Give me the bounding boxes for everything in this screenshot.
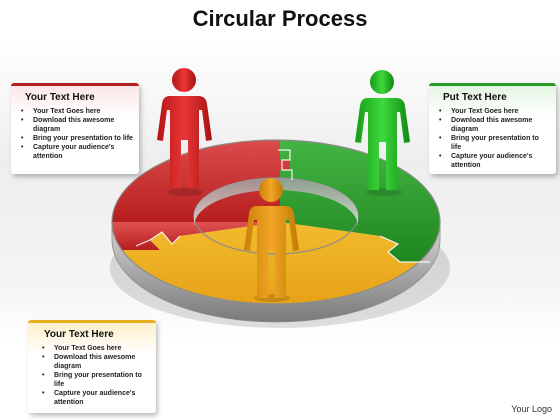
orange-person-icon	[244, 178, 299, 302]
bullet-item: Download this awesome diagram	[21, 116, 133, 134]
bullet-item: Your Text Goes here	[439, 107, 550, 116]
page-title: Circular Process	[192, 6, 368, 31]
ring-outer-edge	[111, 139, 441, 305]
bullet-item: Capture your audience's attention	[439, 152, 550, 170]
bullet-item: Bring your presentation to life	[439, 134, 550, 152]
text-box-top-right: Put Text Here Your Text Goes here Downlo…	[429, 83, 556, 174]
joint-left	[135, 231, 181, 247]
bullet-list: Your Text Goes here Download this awesom…	[28, 344, 156, 413]
text-box-header: Put Text Here	[443, 92, 507, 103]
text-box-header: Your Text Here	[44, 329, 114, 340]
red-person-icon	[157, 68, 212, 196]
joint-right	[379, 235, 430, 263]
text-box-bottom-left: Your Text Here Your Text Goes here Downl…	[28, 320, 156, 413]
bullet-list: Your Text Goes here Download this awesom…	[11, 107, 139, 167]
text-box-header: Your Text Here	[25, 92, 95, 103]
bullet-item: Your Text Goes here	[42, 344, 150, 353]
logo-text: Your Logo	[511, 404, 552, 414]
bullet-item: Your Text Goes here	[21, 107, 133, 116]
bullet-item: Capture your audience's attention	[42, 389, 150, 407]
bullet-item: Download this awesome diagram	[42, 353, 150, 371]
bullet-item: Capture your audience's attention	[21, 143, 133, 161]
bullet-item: Download this awesome diagram	[439, 116, 550, 134]
bullet-item: Bring your presentation to life	[42, 371, 150, 389]
ring-inner-wall	[194, 178, 358, 226]
bullet-item: Bring your presentation to life	[21, 134, 133, 143]
joint-top	[278, 149, 293, 180]
ring-segment-red-lower	[111, 222, 280, 250]
text-box-top-left: Your Text Here Your Text Goes here Downl…	[11, 83, 139, 174]
green-person-icon	[355, 70, 410, 196]
bullet-list: Your Text Goes here Download this awesom…	[429, 107, 556, 176]
